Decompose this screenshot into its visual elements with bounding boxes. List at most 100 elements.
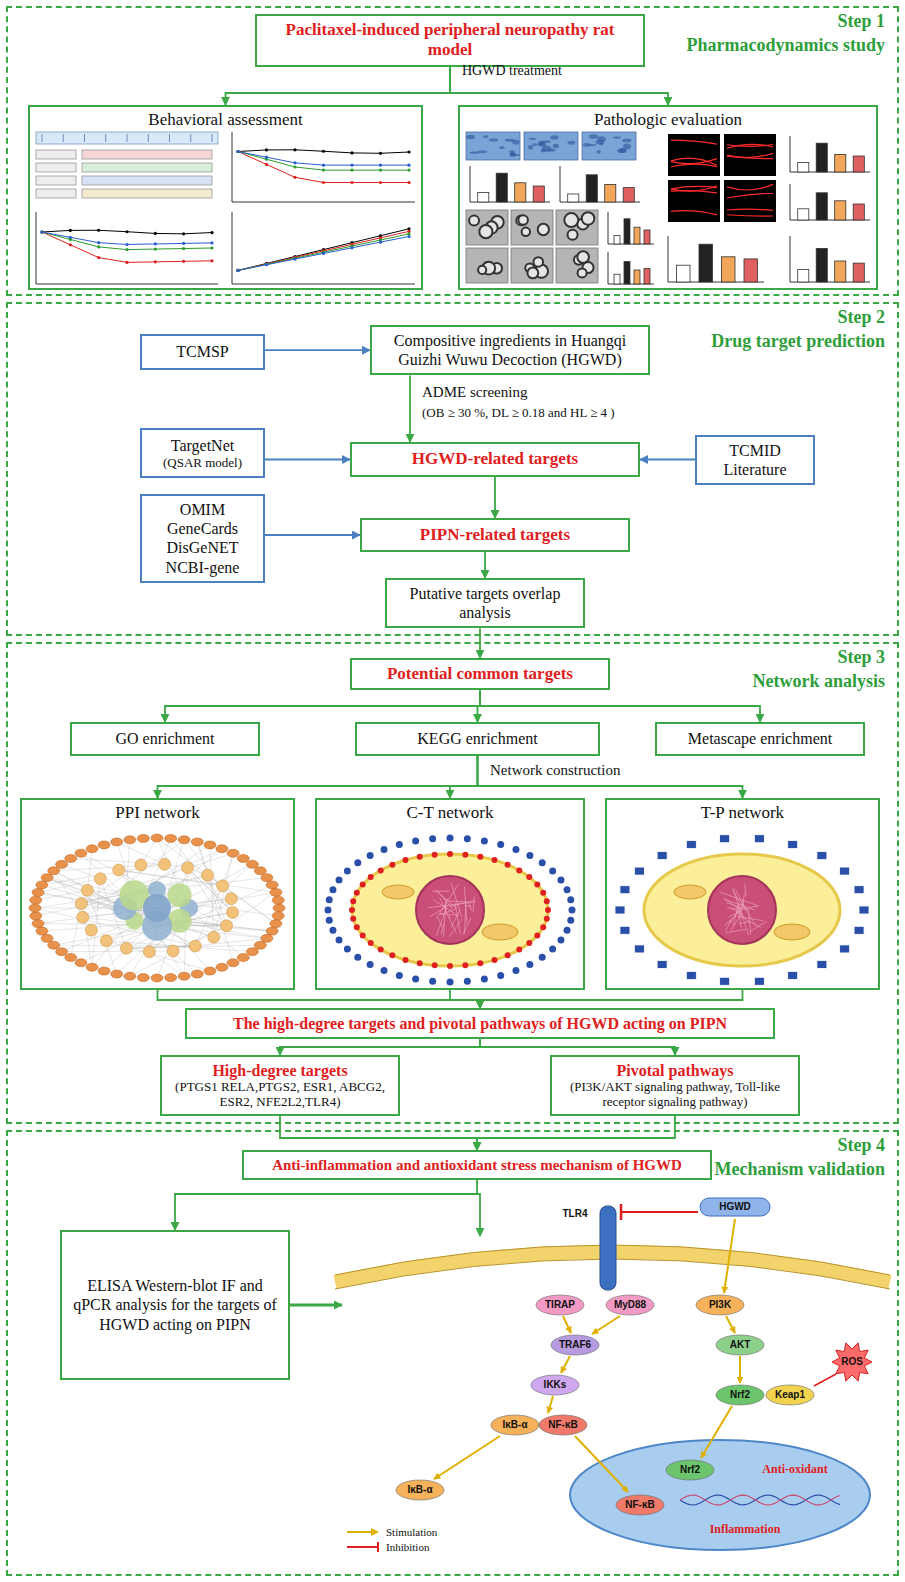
step-panel: Step 1Pharmacodynamics studyPaclitaxel-i… bbox=[6, 6, 899, 296]
compound-target-network bbox=[344, 945, 351, 952]
target-pathway-network bbox=[788, 841, 798, 849]
box-label: Paclitaxel-induced peripheral neuropathy… bbox=[265, 20, 635, 61]
tissue-image bbox=[553, 144, 559, 148]
mini-bar-chart bbox=[634, 270, 640, 284]
fluorescence-image bbox=[671, 186, 717, 191]
mini-bar-chart bbox=[624, 262, 630, 284]
database-box: TCMID Literature bbox=[695, 435, 815, 485]
mini-line-chart bbox=[97, 241, 100, 244]
mini-bar-chart bbox=[798, 209, 809, 220]
label-holder: Network construction bbox=[490, 762, 620, 779]
mini-line-chart bbox=[97, 229, 100, 232]
result-box: PIPN-related targets bbox=[360, 518, 630, 552]
fluorescence-image bbox=[668, 134, 720, 176]
box-detail: (PTGS1 RELA,PTGS2, ESR1, ABCG2, ESR2, NF… bbox=[170, 1080, 390, 1110]
target-pathway-network bbox=[733, 891, 743, 908]
target-pathway-network bbox=[725, 920, 731, 932]
ppi-network bbox=[29, 834, 285, 982]
ppi-network bbox=[227, 959, 239, 967]
target-pathway-network bbox=[657, 960, 667, 968]
target-pathway-network bbox=[733, 888, 749, 935]
tissue-image bbox=[547, 149, 555, 152]
ppi-network bbox=[77, 911, 89, 923]
compound-target-network bbox=[354, 924, 360, 930]
legend-row: Stimulation bbox=[345, 1526, 437, 1538]
compound-target-network bbox=[447, 851, 453, 857]
compound-target-network bbox=[482, 924, 518, 940]
label-holder: (OB ≥ 30 %, DL ≥ 0.18 and HL ≥ 4 ) bbox=[422, 406, 615, 421]
compound-target-network bbox=[428, 902, 476, 908]
figure-panel: Pathologic evaluation bbox=[458, 105, 878, 290]
tissue-image bbox=[532, 143, 537, 146]
ppi-network bbox=[126, 946, 195, 948]
pathway-label: NF-κB bbox=[548, 1419, 577, 1431]
target-pathway-network bbox=[735, 889, 743, 905]
mini-line-chart bbox=[97, 256, 100, 259]
ppi-network bbox=[30, 896, 42, 904]
compound-target-network bbox=[429, 978, 436, 985]
ppi-network bbox=[237, 953, 249, 961]
mini-bar-chart bbox=[722, 257, 736, 282]
step-number: Step 4 bbox=[835, 1135, 887, 1157]
ppi-network bbox=[227, 849, 239, 857]
result-box: High-degree targets(PTGS1 RELA,PTGS2, ES… bbox=[160, 1055, 400, 1116]
flow-arrow bbox=[409, 375, 411, 442]
compound-target-network bbox=[473, 896, 474, 912]
target-pathway-network bbox=[859, 906, 869, 914]
target-pathway-network bbox=[620, 926, 630, 934]
ppi-network bbox=[261, 934, 273, 942]
fluorescence-image bbox=[671, 159, 717, 164]
ppi-network bbox=[86, 963, 98, 971]
mini-line-chart bbox=[40, 230, 43, 233]
ppi-network bbox=[216, 963, 228, 971]
compound-target-network bbox=[396, 972, 403, 979]
pathway-illustration bbox=[548, 1396, 553, 1413]
pathway-illustration bbox=[563, 1316, 571, 1333]
fluorescence-image bbox=[671, 158, 717, 165]
tissue-image bbox=[509, 153, 515, 155]
step-number: Step 1 bbox=[835, 11, 887, 33]
result-box: Potential common targets bbox=[350, 658, 610, 690]
tissue-image bbox=[619, 148, 625, 153]
process-box: KEGG enrichment bbox=[355, 722, 600, 756]
compound-target-network bbox=[432, 852, 438, 858]
pathway-illustration bbox=[739, 1356, 741, 1383]
pathway-label: IκB-α bbox=[407, 1484, 432, 1496]
box-label: ELISA Western-blot IF and qPCR analysis … bbox=[70, 1276, 280, 1334]
tissue-image bbox=[617, 148, 627, 153]
ppi-network bbox=[41, 874, 53, 882]
protocol-timeline bbox=[127, 134, 128, 142]
mini-line-chart bbox=[265, 262, 268, 265]
pathway-illustration bbox=[701, 1406, 732, 1458]
target-pathway-network bbox=[730, 914, 741, 931]
compound-target-network bbox=[381, 846, 388, 853]
compound-target-network bbox=[526, 940, 532, 946]
mini-bar-chart bbox=[668, 236, 764, 282]
compound-target-network bbox=[539, 954, 546, 961]
tissue-image bbox=[512, 140, 519, 145]
flow-note: HGWD treatment bbox=[462, 63, 562, 79]
compound-target-network bbox=[378, 947, 384, 953]
pathway-label: PI3K bbox=[709, 1299, 731, 1311]
pathway-illustration bbox=[570, 1440, 870, 1550]
compound-target-network bbox=[469, 902, 472, 910]
tissue-image bbox=[589, 134, 598, 139]
ppi-network bbox=[65, 953, 77, 961]
micrograph bbox=[577, 251, 589, 263]
target-pathway-network bbox=[774, 924, 810, 940]
ppi-network bbox=[106, 864, 252, 940]
ppi-network bbox=[48, 867, 60, 875]
protocol-timeline bbox=[105, 134, 106, 142]
compound-target-network bbox=[354, 890, 360, 896]
protocol-timeline bbox=[42, 134, 43, 142]
ppi-network bbox=[54, 871, 196, 946]
ppi-network bbox=[149, 952, 184, 976]
ppi-network bbox=[62, 950, 174, 952]
ppi-network bbox=[41, 934, 53, 942]
ppi-network bbox=[254, 941, 266, 949]
mini-line-chart bbox=[238, 231, 409, 270]
ppi-network bbox=[111, 970, 123, 978]
compound-target-network bbox=[516, 867, 522, 873]
box-label: TCMSP bbox=[176, 342, 228, 361]
